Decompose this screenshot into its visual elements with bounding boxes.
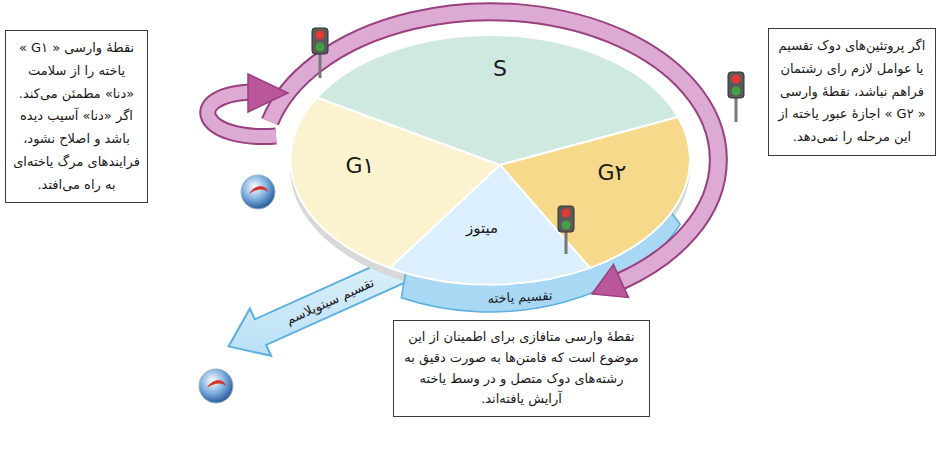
cycle-ring: [270, 12, 718, 281]
cycle-ring-border: [270, 12, 718, 281]
note-text: نقطهٔ وارسی متافازی برای اطمینان از این …: [401, 327, 642, 410]
label-text: میتوز: [466, 219, 498, 237]
label-text: تقسیم یاخته: [487, 288, 553, 306]
checkpoint-note: نقطهٔ وارسی متافازی برای اطمینان از این …: [393, 320, 650, 417]
globe-icon: [199, 369, 233, 403]
traffic-light: [312, 28, 328, 78]
phase-label: S: [493, 56, 507, 81]
band-label: تقسیم یاخته: [487, 288, 553, 306]
mitosis-sector: [390, 165, 590, 285]
label-text: G۲: [598, 160, 627, 185]
checkpoint-note: اگر پروتئین‌های دوک تقسیم یا عوامل لازم …: [768, 28, 936, 156]
label-text: G۱: [346, 153, 375, 178]
note-text: نقطهٔ وارسی « G۱ » یاخته را از سلامت «دن…: [13, 37, 140, 196]
label-text: تقسیم سیتوپلاسم: [284, 275, 377, 328]
phase-label: G۲: [598, 160, 627, 185]
globe-icon: [241, 175, 275, 209]
traffic-light: [728, 72, 744, 122]
checkpoint-note: نقطهٔ وارسی « G۱ » یاخته را از سلامت «دن…: [5, 30, 148, 203]
arrow-label: تقسیم سیتوپلاسم: [284, 275, 377, 328]
cycle-ring-head: [592, 265, 629, 298]
entry-curl-head: [248, 74, 288, 112]
note-text: اگر پروتئین‌های دوک تقسیم یا عوامل لازم …: [776, 35, 928, 149]
phase-label: G۱: [346, 153, 375, 178]
phase-label: میتوز: [466, 219, 498, 237]
label-text: S: [493, 56, 507, 81]
traffic-light: [558, 206, 574, 254]
